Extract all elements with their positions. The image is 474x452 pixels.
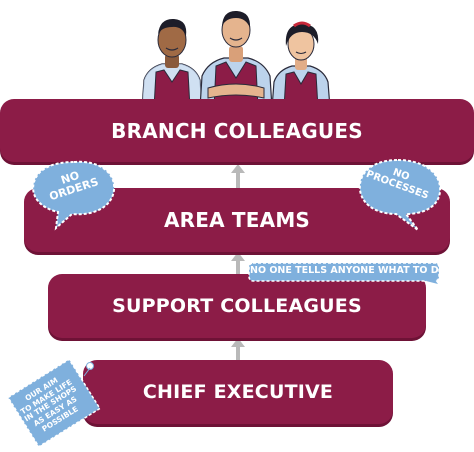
- speech-bubble-icon: [358, 158, 442, 231]
- level-chief-executive: CHIEF EXECUTIVE: [83, 360, 393, 424]
- center-colleague-figure: [199, 10, 273, 108]
- level-label: BRANCH COLLEAGUES: [111, 118, 363, 143]
- speech-bubble-icon: [32, 160, 116, 231]
- level-branch-colleagues: BRANCH COLLEAGUES: [0, 99, 474, 162]
- callout-tag-icon: [248, 262, 440, 284]
- pinned-note-icon: [7, 358, 101, 448]
- right-colleague-figure: [271, 21, 331, 108]
- level-label: AREA TEAMS: [163, 208, 311, 232]
- colleagues-illustration: [141, 10, 331, 108]
- left-colleague-figure: [141, 18, 203, 108]
- callout-no-one-tells: NO ONE TELLS ANYONE WHAT TO DO: [250, 265, 447, 276]
- level-support-colleagues: SUPPORT COLLEAGUES: [48, 274, 426, 338]
- level-label: SUPPORT COLLEAGUES: [112, 295, 362, 317]
- level-label: CHIEF EXECUTIVE: [142, 381, 334, 403]
- arrow-up-icon: [231, 164, 245, 188]
- arrow-up-icon: [231, 252, 245, 274]
- arrow-up-icon: [231, 338, 245, 360]
